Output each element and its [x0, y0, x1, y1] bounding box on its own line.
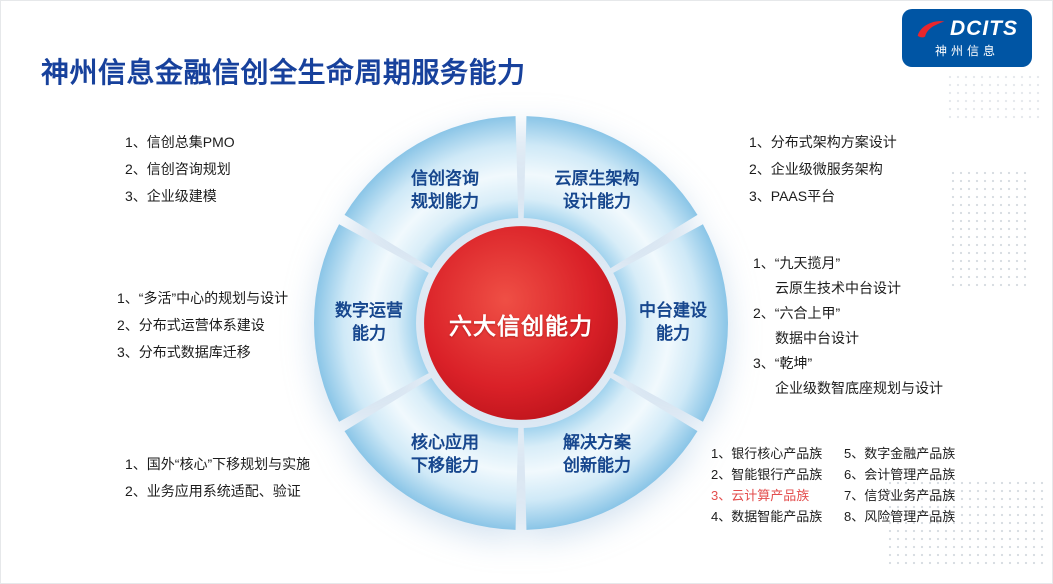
logo-brand-text: DCITS	[950, 17, 1018, 40]
list-item: 6、会计管理产品族	[844, 467, 956, 482]
segment-middle-platform	[613, 224, 728, 422]
list-item: 2、企业级微服务架构	[749, 161, 883, 177]
list-solutions-col1: 1、银行核心产品族 2、智能银行产品族 3、云计算产品族 4、数据智能产品族	[711, 443, 822, 527]
list-item: 3、分布式数据库迁移	[117, 344, 251, 360]
segment-label-solution: 解决方案 创新能力	[563, 433, 631, 475]
list-item: 1、银行核心产品族	[711, 446, 823, 461]
list-item-highlighted: 3、云计算产品族	[711, 488, 810, 503]
capability-wheel	[314, 116, 728, 530]
dot-pattern-right	[949, 169, 1031, 289]
dcits-logo: DCITS 神州信息	[902, 9, 1032, 67]
segment-cloud-native	[523, 116, 698, 269]
list-item: 1、“多活”中心的规划与设计	[117, 290, 289, 306]
list-consulting: 1、信创总集PMO 2、信创咨询规划 3、企业级建模	[125, 129, 235, 210]
list-item: 2、业务应用系统适配、验证	[125, 483, 301, 499]
logo-swoosh-icon	[917, 21, 945, 38]
list-item: 3、PAAS平台	[749, 188, 836, 204]
center-label: 六大信创能力	[449, 313, 593, 339]
list-middle-platform: 1、“九天揽月” 云原生技术中台设计 2、“六合上甲” 数据中台设计 3、“乾坤…	[753, 251, 943, 401]
segment-core-migration	[344, 377, 519, 530]
logo-company-text: 神州信息	[934, 44, 999, 58]
segment-digital-ops	[314, 224, 429, 422]
list-item-sub: 云原生技术中台设计	[775, 280, 901, 296]
list-item-sub: 企业级数智底座规划与设计	[775, 380, 943, 396]
list-item: 2、“六合上甲”	[753, 305, 841, 321]
list-item: 1、国外“核心”下移规划与实施	[125, 456, 311, 472]
segment-label-cloud-native: 云原生架构 设计能力	[554, 169, 640, 211]
list-item: 1、“九天揽月”	[753, 255, 841, 271]
list-solutions-col2: 5、数字金融产品族 6、会计管理产品族 7、信贷业务产品族 8、风险管理产品族	[844, 443, 955, 527]
list-core-migration: 1、国外“核心”下移规划与实施 2、业务应用系统适配、验证	[125, 451, 310, 505]
list-item: 2、分布式运营体系建设	[117, 317, 265, 333]
dot-pattern-top-right	[946, 73, 1041, 121]
list-item: 2、智能银行产品族	[711, 467, 823, 482]
list-item: 7、信贷业务产品族	[844, 488, 956, 503]
segment-label-middle-platform: 中台建设 能力	[639, 301, 707, 343]
center-circle	[424, 226, 618, 420]
list-item: 3、“乾坤”	[753, 355, 813, 371]
list-item: 4、数据智能产品族	[711, 509, 823, 524]
segment-label-digital-ops: 数字运营 能力	[335, 301, 403, 343]
page-title: 神州信息金融信创全生命周期服务能力	[41, 57, 526, 88]
list-item: 8、风险管理产品族	[844, 509, 956, 524]
segment-label-core-migration: 核心应用 下移能力	[411, 433, 479, 475]
list-item: 1、分布式架构方案设计	[749, 134, 897, 150]
segment-consulting	[344, 116, 519, 269]
segment-solution	[523, 377, 698, 530]
dot-pattern-bottom-right	[886, 479, 1046, 567]
list-digital-ops: 1、“多活”中心的规划与设计 2、分布式运营体系建设 3、分布式数据库迁移	[117, 285, 288, 366]
list-item: 1、信创总集PMO	[125, 134, 235, 150]
logo-row: DCITS	[916, 17, 1018, 41]
list-item: 3、企业级建模	[125, 188, 217, 204]
list-cloud-native: 1、分布式架构方案设计 2、企业级微服务架构 3、PAAS平台	[749, 129, 897, 210]
segment-label-consulting: 信创咨询 规划能力	[411, 169, 479, 211]
list-item-sub: 数据中台设计	[775, 330, 859, 346]
list-item: 2、信创咨询规划	[125, 161, 231, 177]
list-item: 5、数字金融产品族	[844, 446, 956, 461]
